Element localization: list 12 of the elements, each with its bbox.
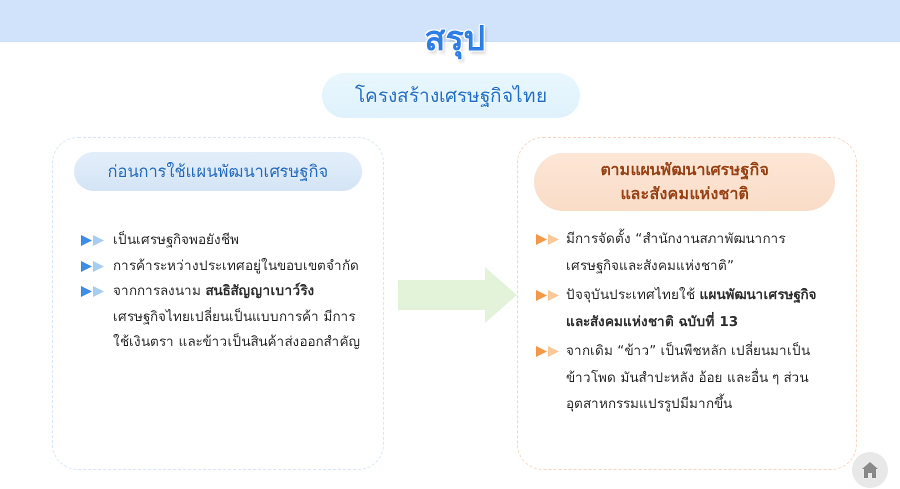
panel: [517, 137, 857, 470]
bullet-text: ปัจจุบันประเทศไทยใช้ แผนพัฒนาเศรษฐกิจและสังคมแห่งชาติ ฉบับที่ 13: [566, 286, 818, 332]
subtitle-pill: โครงสร้างเศรษฐกิจไทย: [322, 73, 580, 118]
heading-pill: ตามแผนพัฒนาเศรษฐกิจและสังคมแห่งชาติ: [534, 153, 835, 211]
bullet-text: จากเดิม “ข้าว” เป็นพืชหลัก เปลี่ยนมาเป็นข้าวโพด มันสำปะหลัง อ้อย และอื่น ๆ ส่วนอุตสาหกรรมแปรรูปมีมากขึ้น: [566, 340, 811, 414]
bullet-text: เป็นเศรษฐกิจพอยังชีพ: [113, 230, 240, 250]
bullet-text: จากการลงนาม สนธิสัญญาเบาว์ริง เศรษฐกิจไทยเปลี่ยนเป็นแบบการค้า มีการใช้เงินตรา และข้าวเป็นสินค้าส่งออกสำคัญ: [113, 282, 362, 352]
heading-pill: ก่อนการใช้แผนพัฒนาเศรษฐกิจ: [74, 152, 362, 191]
title: สรุป: [424, 18, 486, 62]
bullet-text: มีการจัดตั้ง “สำนักงานสภาพัฒนาการเศรษฐกิจและสังคมแห่งชาติ”: [566, 226, 838, 279]
panel: [52, 137, 384, 470]
bullet-text: การค้าระหว่างประเทศอยู่ในขอบเขตจำกัด: [113, 256, 360, 276]
